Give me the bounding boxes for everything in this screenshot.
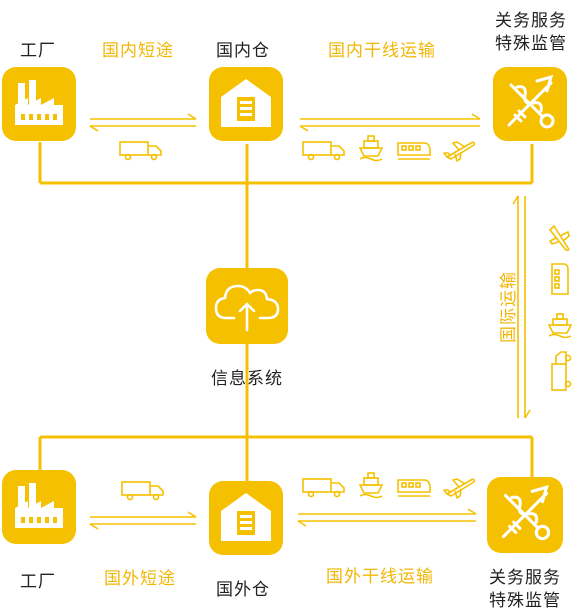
- top-customs-label: 关务服务 特殊监管: [488, 10, 574, 56]
- intl-truck-icon: [551, 351, 572, 391]
- bottom-short-truck-icon: [121, 481, 164, 501]
- top-trunk-label: 国内干线运输: [328, 41, 436, 61]
- top-warehouse-label: 国内仓: [216, 41, 270, 61]
- top-factory-node: [2, 67, 76, 141]
- top-customs-node: [493, 67, 567, 141]
- top-short-haul-label: 国内短途: [102, 41, 174, 61]
- bottom-warehouse-node: [209, 481, 283, 555]
- bottom-customs-label-line1: 关务服务: [489, 568, 561, 588]
- bottom-customs-label: 关务服务 特殊监管: [482, 567, 568, 613]
- top-customs-label-line1: 关务服务: [495, 11, 567, 31]
- customs-caduceus-icon: [501, 485, 551, 541]
- info-system-label: 信息系统: [211, 369, 283, 389]
- warehouse-icon: [221, 493, 271, 541]
- international-transport-label: 国际运输: [499, 271, 519, 343]
- info-system-node: [206, 268, 288, 344]
- customs-caduceus-icon: [507, 74, 555, 129]
- top-trunk-truck-icon: [302, 141, 345, 161]
- top-warehouse-node: [209, 67, 283, 141]
- top-short-truck-icon: [119, 141, 162, 161]
- bottom-customs-node: [487, 477, 563, 553]
- cloud-upload-icon: [214, 284, 280, 332]
- bottom-customs-label-line2: 特殊监管: [489, 591, 561, 611]
- bottom-trunk-label: 国外干线运输: [326, 567, 434, 587]
- top-ship-icon: [358, 135, 384, 162]
- intl-train-icon: [551, 263, 569, 295]
- bottom-short-haul-label: 国外短途: [104, 569, 176, 589]
- top-factory-label: 工厂: [20, 41, 56, 61]
- top-plane-icon: [443, 141, 475, 162]
- bottom-factory-label: 工厂: [20, 572, 56, 592]
- factory-icon: [15, 483, 63, 528]
- intl-ship-icon: [547, 313, 573, 338]
- bottom-trunk-truck-icon: [302, 478, 345, 498]
- intl-plane-icon: [549, 225, 570, 252]
- bottom-plane-icon: [443, 478, 475, 499]
- factory-icon: [15, 80, 63, 125]
- top-customs-label-line2: 特殊监管: [495, 34, 567, 54]
- warehouse-icon: [221, 79, 271, 127]
- bottom-train-icon: [397, 479, 431, 497]
- bottom-factory-node: [2, 470, 76, 544]
- bottom-warehouse-label: 国外仓: [216, 580, 270, 600]
- top-train-icon: [397, 142, 431, 160]
- bottom-ship-icon: [358, 472, 384, 499]
